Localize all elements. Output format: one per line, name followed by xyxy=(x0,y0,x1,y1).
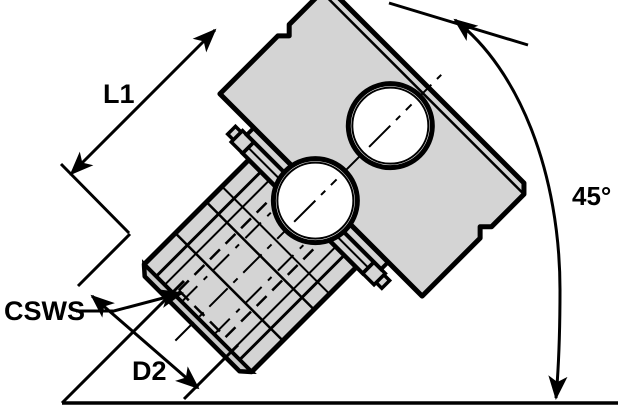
d2-label: D2 xyxy=(132,356,167,386)
shank-center-lower xyxy=(213,228,320,335)
collar-lug-bottom-cap xyxy=(373,272,393,291)
shank-step-line-4 xyxy=(230,245,337,352)
shank-center-upper xyxy=(181,196,288,303)
tool-body-assembly xyxy=(141,0,527,375)
angle-label: 45° xyxy=(572,181,611,211)
collar-lug-top-cap xyxy=(225,123,244,143)
bore-centerline-head xyxy=(368,103,413,148)
d2-extension-line-lower xyxy=(182,343,240,401)
shank-rib-3 xyxy=(221,185,331,295)
shank-rib-1 xyxy=(174,232,284,342)
csws-label: CSWS xyxy=(4,296,85,326)
d2-extension-line-upper xyxy=(76,232,132,288)
shank-step-line-2 xyxy=(164,179,271,286)
shank-hidden-bore-bottom xyxy=(224,235,327,338)
shank-hidden-bore-top xyxy=(178,189,281,292)
angle-arc xyxy=(453,18,568,400)
shank-step-line-3 xyxy=(238,254,346,361)
tool-centerline xyxy=(174,71,445,342)
shank-body xyxy=(141,0,527,375)
bore-centerline-mid xyxy=(293,178,338,223)
angle-annotation-45: 45° xyxy=(60,18,618,405)
angle-ray-45 xyxy=(60,279,186,405)
l1-extension-line-left xyxy=(59,162,131,235)
shank-step-line-1 xyxy=(155,170,262,278)
l1-label: L1 xyxy=(103,79,135,109)
l1-dimension-line xyxy=(69,28,217,176)
